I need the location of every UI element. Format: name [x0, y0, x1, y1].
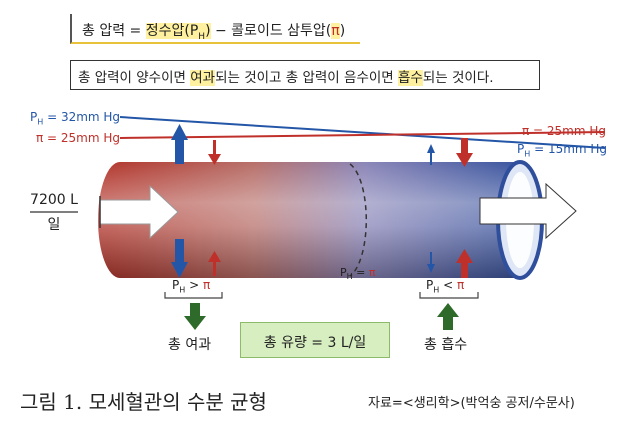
left-pi-label: π = 25mm Hg	[36, 131, 121, 145]
rule-box	[70, 60, 540, 90]
formula-box	[70, 14, 360, 44]
left-ph-label: PH = 32mm Hg	[30, 110, 120, 126]
flow-box	[240, 322, 390, 358]
inflow-arrow	[99, 184, 179, 240]
formula-hydrostatic: 정수압(	[145, 23, 190, 39]
mid-equal-label: PH = π	[340, 266, 376, 281]
left-ph-sub: H	[37, 117, 44, 127]
mid-ph-sub: H	[346, 272, 353, 282]
absorption-label: 총 흡수	[424, 337, 468, 353]
rule-part3: 되는 것이다.	[422, 70, 494, 86]
figure-source: 자료=<생리학>(박억숭 공저/수문사)	[368, 396, 575, 411]
cmp-left-sub: H	[179, 285, 186, 295]
right-pi-label: π = 25mm Hg	[522, 124, 607, 138]
ph-gradient-line	[119, 116, 606, 149]
inflow-unit: 일	[47, 217, 61, 233]
rule-absorption: 흡수	[398, 70, 423, 86]
cmp-left-pi: π	[202, 278, 211, 292]
right-ph-down-arrow	[427, 252, 435, 273]
rule-part1: 총 압력이 양수이면	[78, 70, 191, 86]
formula-pi: π	[331, 23, 340, 39]
rule-part2: 되는 것이고 총 압력이 음수이면	[215, 70, 398, 86]
rule-filtration: 여과	[190, 70, 216, 86]
mid-pi: π	[368, 266, 376, 279]
right-pi-down-arrow	[456, 138, 473, 167]
formula-ph: P	[189, 23, 199, 39]
right-ph-label: PH = 15mm Hg	[517, 142, 607, 158]
left-compare-label: PH > π	[172, 278, 210, 294]
cmp-right-ph: P	[426, 278, 434, 292]
formula-end: )	[339, 23, 346, 39]
capillary-tube	[98, 160, 544, 280]
mid-eq: =	[352, 266, 369, 279]
right-ph-up-arrow	[427, 144, 435, 165]
left-ph-symbol: P	[30, 110, 38, 124]
pressure-formula: 총 압력 = 정수압(PH) − 콜로이드 삼투압(π)	[82, 20, 345, 42]
rule-text: 총 압력이 양수이면 여과되는 것이고 총 압력이 음수이면 흡수되는 것이다.	[78, 66, 494, 86]
left-ph-up-arrow	[171, 124, 188, 164]
mid-ph: P	[340, 266, 347, 279]
filtration-arrow	[184, 303, 206, 330]
filtration-label: 총 여과	[168, 337, 212, 353]
left-pi-down-arrow	[208, 140, 221, 165]
right-compare-bracket	[419, 292, 479, 299]
cmp-right-op: <	[439, 278, 457, 292]
right-ph-value: = 15mm Hg	[530, 142, 608, 156]
cmp-left-ph: P	[172, 278, 180, 292]
absorption-arrow	[437, 303, 459, 330]
right-ph-sub: H	[524, 149, 531, 159]
left-ph-down-arrow	[171, 239, 188, 278]
formula-ph-sub: H	[198, 31, 206, 42]
left-compare-bracket	[164, 292, 223, 299]
cmp-left-op: >	[185, 278, 203, 292]
right-ph-symbol: P	[517, 142, 525, 156]
pi-line	[119, 131, 606, 139]
figure-caption: 그림 1. 모세혈관의 수분 균형	[20, 390, 267, 414]
formula-prefix: 총 압력 =	[82, 23, 146, 39]
formula-hydrostatic-highlight: 정수압(PH)	[145, 23, 211, 42]
formula-colloid: − 콜로이드 삼투압(	[210, 23, 332, 39]
outflow-arrow	[479, 182, 577, 240]
cmp-right-pi: π	[456, 278, 465, 292]
left-ph-value: = 32mm Hg	[43, 110, 121, 124]
inflow-value: 7200 L	[30, 192, 78, 208]
formula-close: )	[205, 23, 211, 39]
cmp-right-sub: H	[433, 285, 440, 295]
flow-label: 총 유량 = 3 L/일	[263, 335, 367, 351]
left-pi-up-arrow	[208, 251, 221, 276]
right-pi-up-arrow	[456, 249, 473, 278]
right-compare-label: PH < π	[426, 278, 464, 294]
